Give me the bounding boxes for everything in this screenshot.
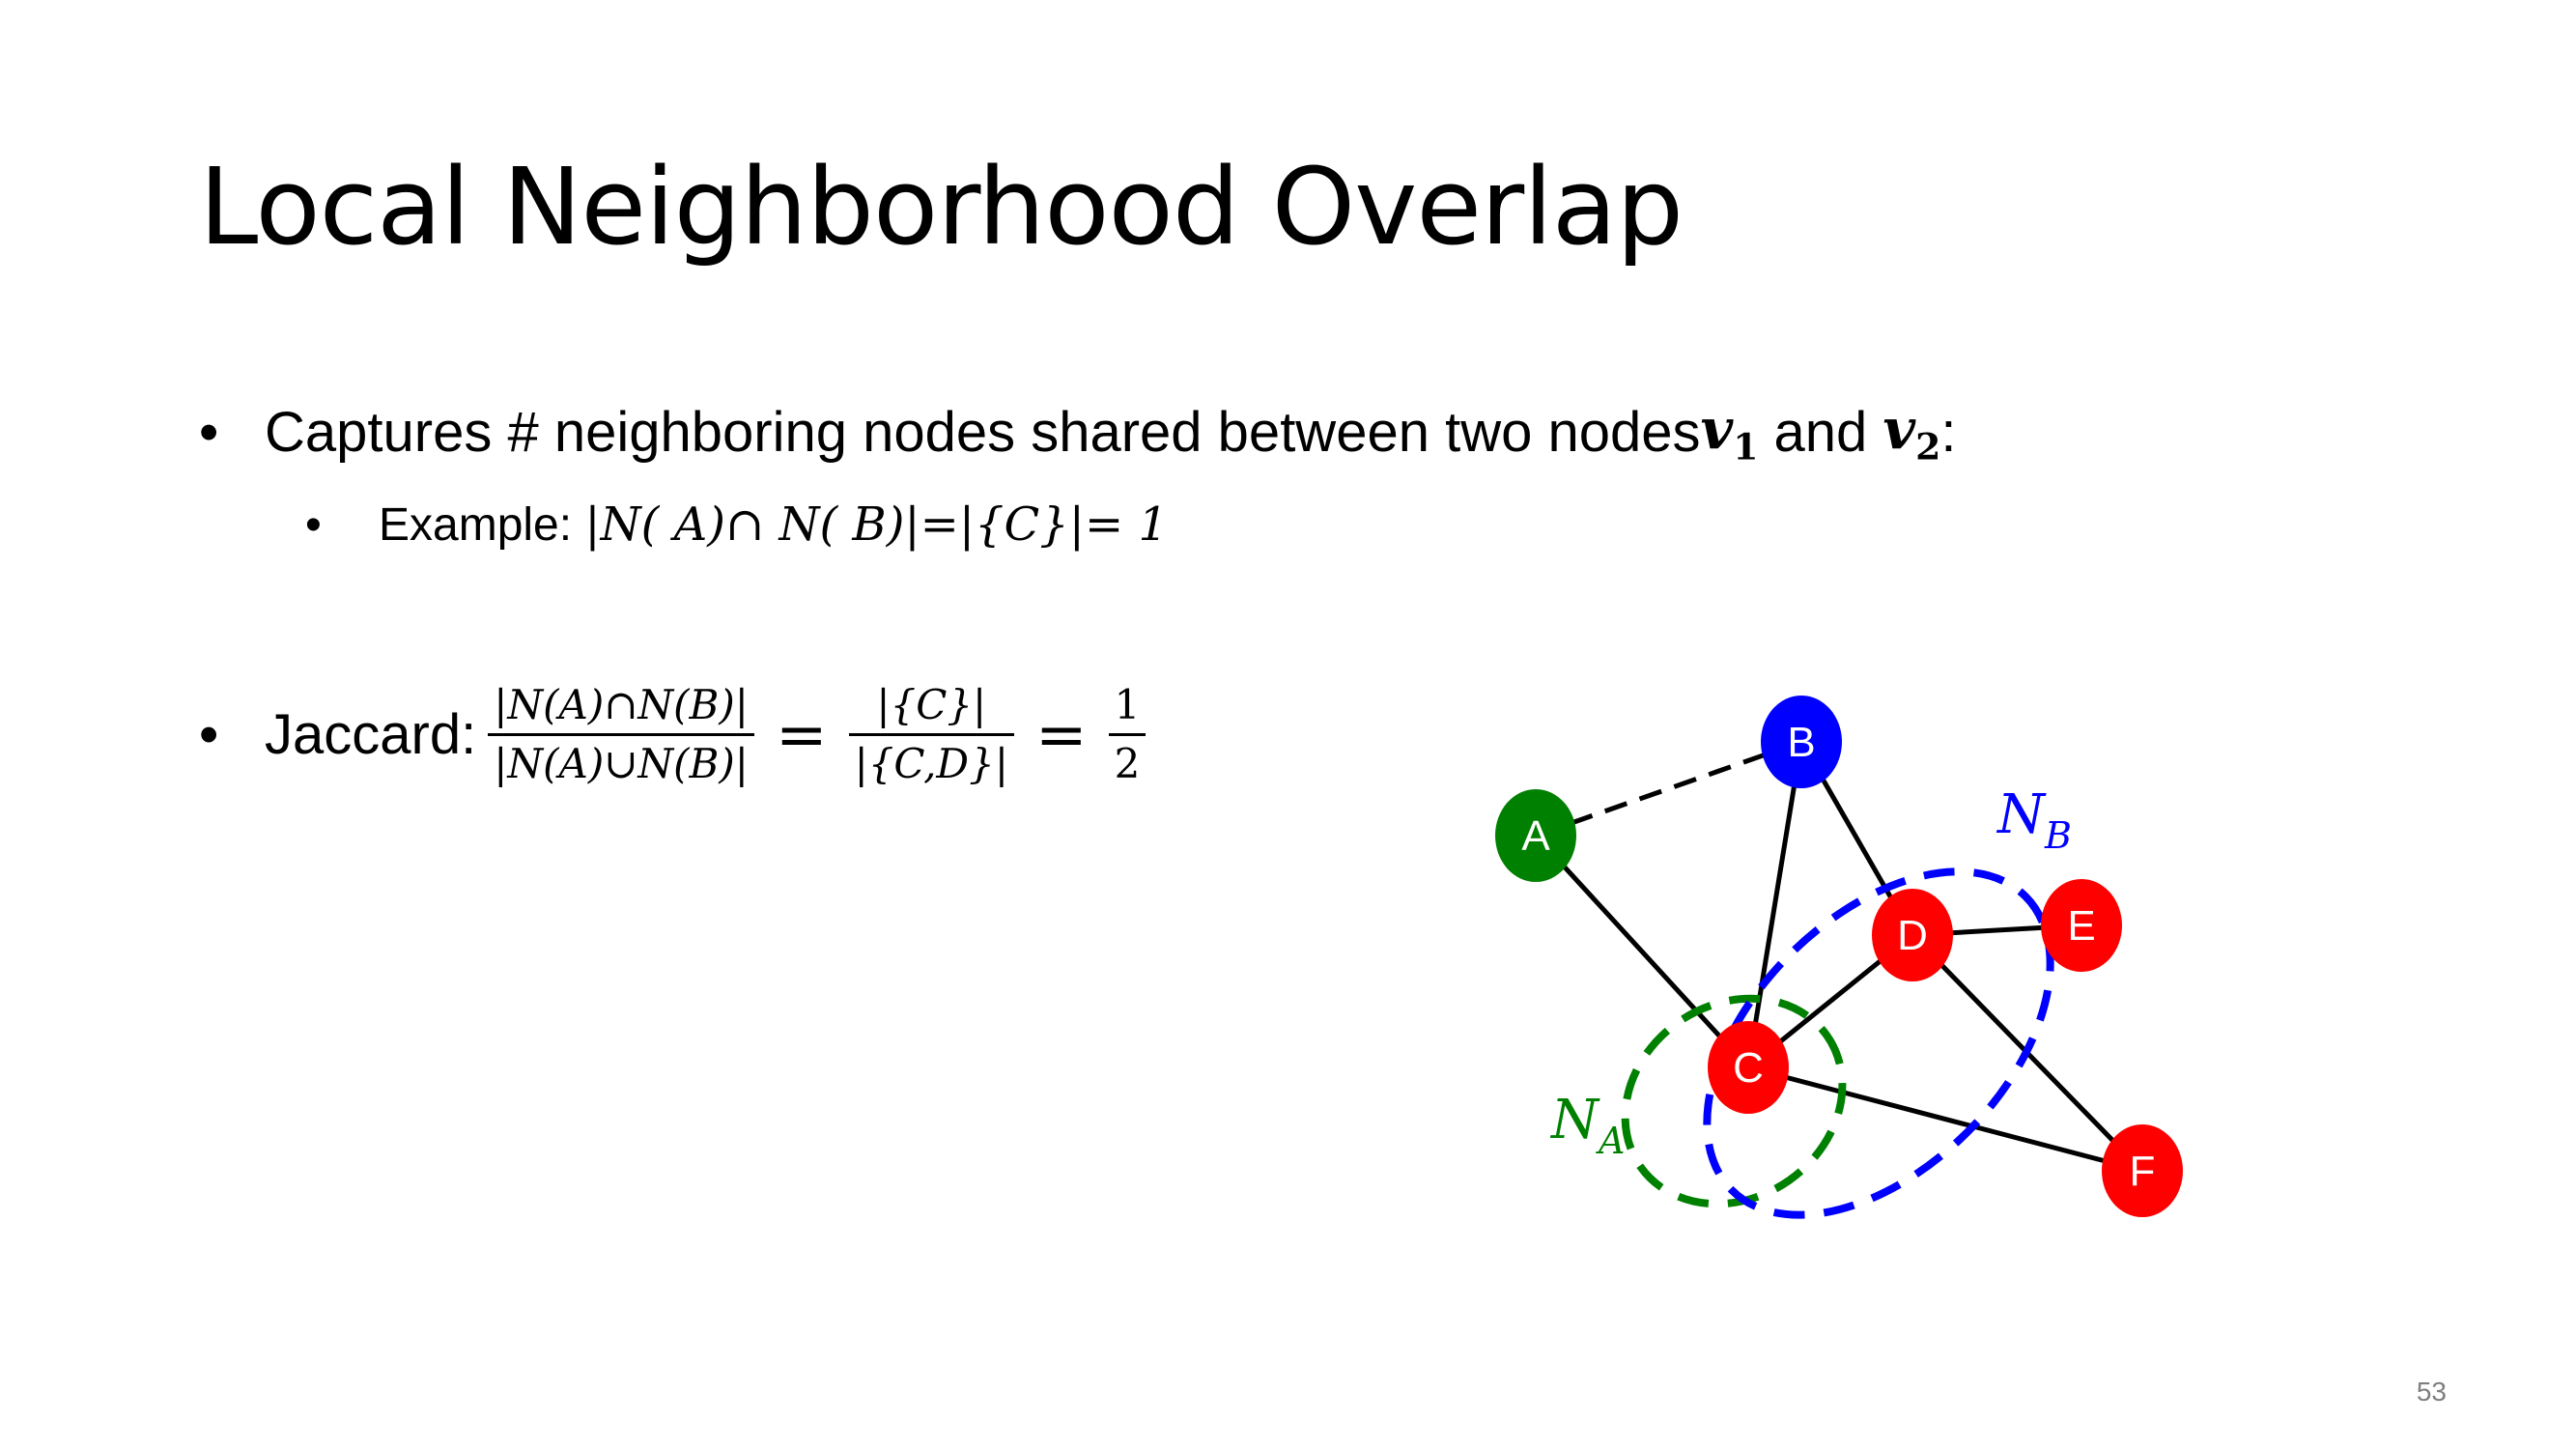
fraction-1-denominator: |N(A)∪N(B)|: [494, 740, 749, 788]
bullet-jaccard: • Jaccard: |N(A)∩N(B)| |N(A)∪N(B)| = |{C…: [199, 681, 1157, 789]
neighborhood-a-ellipse: [1621, 994, 1847, 1208]
node-a: A: [1495, 789, 1576, 882]
node-circle: [1872, 889, 1953, 981]
set-label-nb: NB: [1996, 783, 2072, 857]
colon-text: :: [1940, 400, 1957, 464]
fraction-3-numerator: 1: [1114, 681, 1141, 728]
v2-symbol: v2: [1882, 396, 1941, 469]
node-d: D: [1872, 889, 1953, 981]
node-c: C: [1708, 1021, 1789, 1114]
bullet-dot: •: [199, 400, 219, 464]
fraction-2-numerator: |{C}|: [876, 681, 987, 728]
fraction-3: 1 2: [1108, 681, 1146, 789]
fraction-bar: [1108, 733, 1146, 737]
and-text: and: [1758, 400, 1883, 464]
node-e: E: [2041, 879, 2122, 972]
v1-symbol: v1: [1700, 396, 1759, 469]
equals-sign: =: [1034, 698, 1088, 771]
node-label: B: [1787, 719, 1815, 766]
node-f: F: [2102, 1124, 2183, 1217]
example-math: |N( A)∩ N( B)|=|{C}|= 1: [584, 497, 1168, 552]
equals-sign: =: [775, 698, 828, 771]
node-circle: [2041, 879, 2122, 972]
node-label: F: [2130, 1148, 2156, 1195]
node-circle: [1708, 1021, 1789, 1114]
jaccard-label: Jaccard:: [265, 703, 477, 767]
node-b: B: [1761, 696, 1842, 788]
bullet-text: Captures # neighboring nodes shared betw…: [265, 400, 1701, 464]
fraction-1: |N(A)∩N(B)| |N(A)∪N(B)|: [488, 681, 754, 789]
bullet-dot: •: [199, 703, 219, 767]
slide-title: Local Neighborhood Overlap: [199, 145, 1684, 269]
edge-b-c: [1745, 741, 1804, 1068]
set-label-na: NA: [1549, 1089, 1625, 1162]
node-label: D: [1897, 912, 1928, 959]
fraction-1-numerator: |N(A)∩N(B)|: [494, 681, 749, 728]
edge-a-b: [1535, 739, 1802, 838]
node-label: C: [1733, 1044, 1764, 1092]
neighborhood-b-ellipse: [1703, 867, 2054, 1219]
node-label: E: [2067, 902, 2095, 950]
bullet-example: • Example: |N( A)∩ N( B)|=|{C}|= 1: [305, 497, 1168, 552]
node-circle: [2102, 1124, 2183, 1217]
node-circle: [1495, 789, 1576, 882]
node-label: A: [1521, 812, 1550, 860]
page-number: 53: [2416, 1377, 2447, 1406]
node-circle: [1761, 696, 1842, 788]
bullet-captures: • Captures # neighboring nodes shared be…: [199, 396, 1956, 468]
edge-c-f: [1747, 1065, 2143, 1174]
fraction-bar: [848, 733, 1014, 737]
fraction-3-denominator: 2: [1114, 740, 1141, 788]
fraction-2-denominator: |{C,D}|: [854, 740, 1008, 788]
edge-a-c: [1534, 834, 1750, 1069]
fraction-bar: [488, 733, 754, 737]
fraction-2: |{C}| |{C,D}|: [848, 681, 1014, 789]
bullet-dot: •: [305, 498, 322, 551]
example-label: Example:: [379, 498, 585, 551]
graph-nodes: A B C D E F: [1495, 696, 2183, 1217]
